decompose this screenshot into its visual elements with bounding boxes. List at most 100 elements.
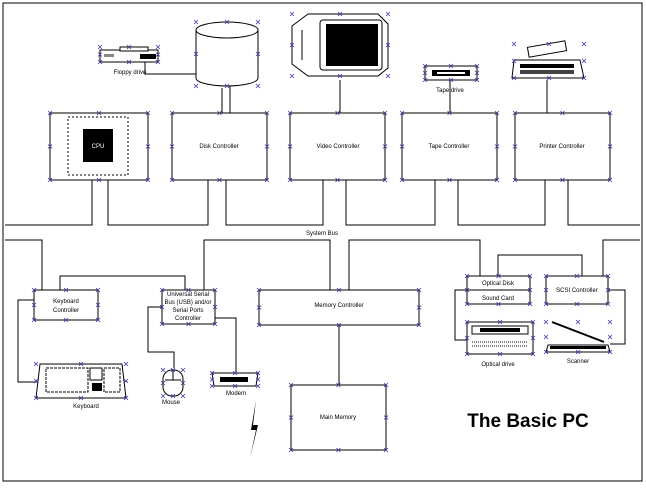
- mouse-icon: [162, 369, 184, 397]
- handle-mark: [193, 19, 199, 25]
- tape-controller-box: Tape Controller: [401, 112, 498, 181]
- handle-mark: [543, 287, 549, 293]
- handle-mark: [512, 144, 518, 149]
- handle-mark: [337, 73, 343, 79]
- handle-mark: [287, 177, 293, 183]
- handle-mark: [47, 177, 53, 183]
- handle-mark: [209, 377, 215, 382]
- handle-mark: [289, 73, 295, 79]
- handle-mark: [31, 302, 37, 308]
- handle-mark: [383, 415, 389, 420]
- handle-mark: [95, 317, 101, 323]
- handle-mark: [336, 287, 342, 293]
- keyboard-label: Keyboard: [73, 404, 99, 410]
- handle-mark: [287, 144, 293, 149]
- optical-disk-label: Optical Disk: [482, 281, 515, 287]
- handle-mark: [543, 301, 549, 307]
- main-memory-label: Main Memory: [320, 415, 356, 421]
- handle-mark: [385, 73, 391, 79]
- handle-mark: [126, 59, 132, 65]
- handle-mark: [186, 321, 191, 327]
- handle-mark: [264, 177, 270, 183]
- handle-mark: [170, 393, 176, 399]
- handle-mark: [581, 75, 587, 81]
- handle-mark: [543, 334, 549, 340]
- handle-mark: [497, 351, 503, 357]
- keyboard-icon: [35, 363, 127, 399]
- modem-label: Modem: [226, 391, 246, 397]
- handle-mark: [78, 361, 84, 367]
- handle-mark: [95, 302, 101, 308]
- handle-mark: [169, 144, 175, 149]
- optical-disk-box: Optical Disk Sound Card: [466, 275, 531, 305]
- handle-mark: [497, 319, 503, 325]
- handle-mark: [335, 110, 340, 116]
- handle-mark: [180, 367, 186, 373]
- handle-mark: [560, 177, 565, 183]
- handle-mark: [123, 378, 129, 384]
- handle-mark: [95, 287, 101, 293]
- handle-mark: [607, 319, 613, 325]
- handle-mark: [159, 304, 165, 310]
- tape-drive-icon: [424, 65, 478, 81]
- handle-mark: [385, 11, 391, 17]
- modem-icon: [211, 372, 259, 387]
- handle-mark: [336, 322, 342, 328]
- scsi-controller-label: SCSI Controller: [556, 288, 598, 294]
- handle-mark: [464, 287, 470, 293]
- handle-mark: [47, 144, 53, 149]
- sound-card-label: Sound Card: [482, 296, 514, 302]
- usb-label-3: Serial Ports: [172, 308, 203, 314]
- handle-mark: [255, 383, 261, 389]
- handle-mark: [256, 305, 262, 310]
- handle-mark: [193, 51, 199, 57]
- handle-mark: [97, 52, 103, 57]
- handle-mark: [224, 19, 230, 25]
- handle-mark: [123, 361, 129, 367]
- handle-mark: [416, 287, 422, 293]
- handle-mark: [212, 304, 218, 310]
- handle-mark: [494, 110, 500, 116]
- handle-mark: [289, 42, 295, 48]
- handle-mark: [96, 110, 102, 116]
- handle-mark: [464, 273, 470, 279]
- main-memory-box: Main Memory: [290, 384, 387, 451]
- handle-mark: [581, 41, 587, 47]
- handle-mark: [385, 42, 391, 48]
- handle-mark: [97, 44, 103, 50]
- usb-label-2: Bus (USB) and/or: [164, 300, 211, 306]
- handle-mark: [145, 110, 151, 116]
- handle-mark: [607, 177, 613, 183]
- handle-mark: [335, 177, 340, 183]
- handle-mark: [447, 110, 452, 116]
- handle-mark: [527, 301, 533, 307]
- tape-drive-label: Tape drive: [436, 88, 464, 94]
- keyboard-controller-box: Keyboard Controller: [33, 289, 99, 321]
- scsi-controller-box: SCSI Controller: [545, 275, 609, 305]
- handle-mark: [170, 367, 176, 373]
- handle-mark: [464, 335, 470, 341]
- handle-mark: [256, 322, 262, 328]
- handle-mark: [160, 367, 166, 373]
- cpu-chip: [83, 129, 113, 162]
- handle-mark: [474, 63, 480, 69]
- handle-mark: [546, 75, 552, 81]
- handle-mark: [494, 177, 500, 183]
- handle-mark: [159, 287, 165, 293]
- handle-mark: [96, 177, 102, 183]
- handle-mark: [496, 273, 501, 279]
- handle-mark: [511, 58, 517, 64]
- printer-icon: [511, 40, 585, 79]
- diagram-title: The Basic PC: [467, 411, 589, 432]
- handle-mark: [527, 287, 533, 293]
- handle-mark: [169, 110, 175, 116]
- memory-controller-box: Memory Controller: [258, 289, 420, 326]
- handle-mark: [193, 83, 199, 89]
- handle-mark: [31, 287, 37, 293]
- handle-mark: [264, 144, 270, 149]
- handle-mark: [209, 383, 215, 389]
- handle-mark: [543, 273, 549, 279]
- handle-mark: [160, 393, 166, 399]
- handle-mark: [464, 351, 470, 357]
